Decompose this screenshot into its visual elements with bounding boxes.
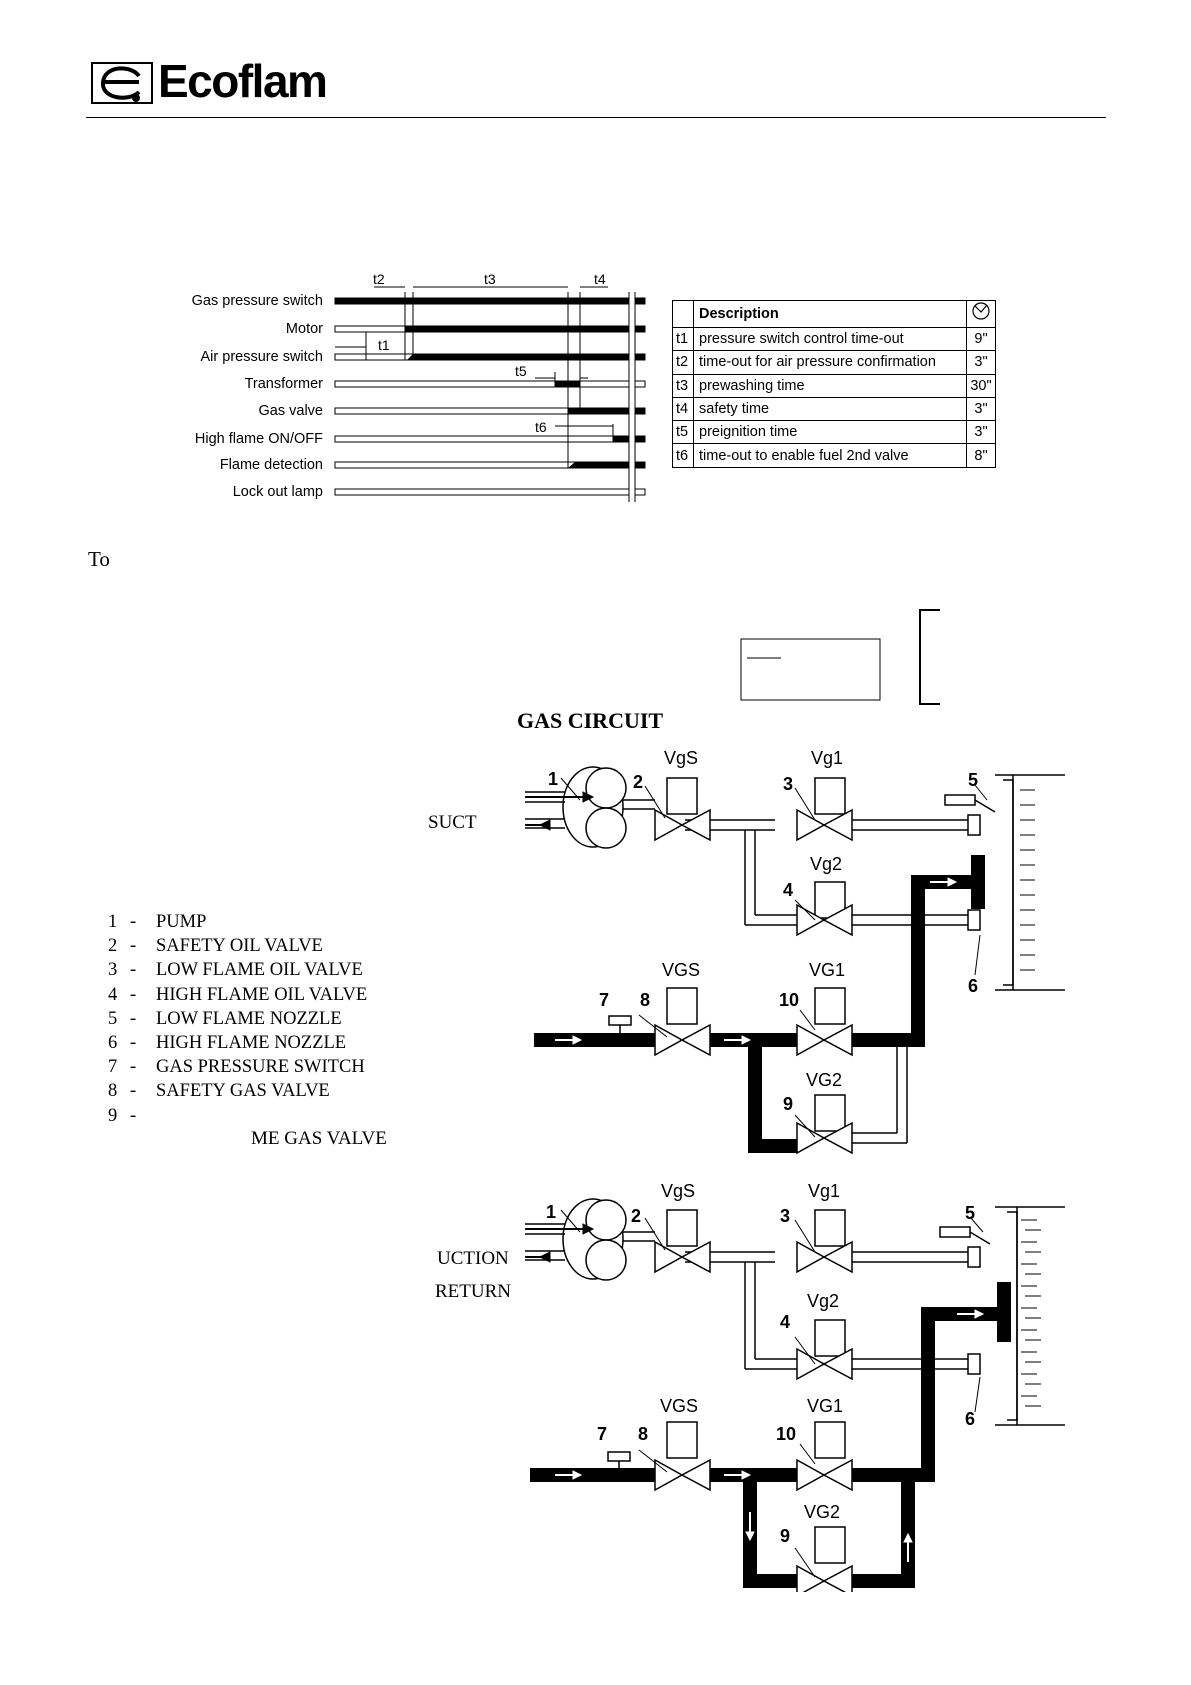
list-item: 7-GAS PRESSURE SWITCH: [108, 1057, 365, 1078]
component-number: 10: [776, 1424, 796, 1444]
timing-label-t5: t5: [515, 363, 527, 379]
valve-label: Vg2: [807, 1291, 839, 1311]
gas-circuit-diagram-bottom: VgS Vg1 Vg2 VGS VG1 VG2 1 2 3 4 5 6 7 8 …: [525, 1181, 1065, 1592]
body-text-fragment: To: [88, 547, 110, 571]
table-row: t5 preignition time 3": [672, 420, 996, 445]
list-item: 5-LOW FLAME NOZZLE: [108, 1008, 342, 1029]
diagram-side-label: UCTION: [437, 1248, 509, 1269]
component-number: 2: [631, 1206, 641, 1226]
list-item: 3-LOW FLAME OIL VALVE: [108, 960, 363, 981]
component-number: 7: [597, 1424, 607, 1444]
row-key: t2: [672, 350, 694, 375]
table-row: t4 safety time 3": [672, 396, 996, 422]
row-key: t5: [672, 420, 694, 445]
valve-label: VG2: [804, 1502, 840, 1522]
component-number: 6: [968, 976, 978, 996]
component-number: 5: [965, 1203, 975, 1223]
row-description: time-out for air pressure confirmation: [693, 350, 967, 375]
row-description: preignition time: [693, 420, 967, 445]
row-description: time-out to enable fuel 2nd valve: [693, 443, 967, 468]
list-item: 9-: [108, 1105, 137, 1126]
component-number: 3: [783, 774, 793, 794]
brand-wordmark: Ecoflam: [158, 55, 328, 107]
signal-label: High flame ON/OFF: [194, 431, 323, 447]
component-number: 9: [780, 1526, 790, 1546]
row-key: t3: [672, 373, 694, 398]
row-value: 9": [966, 326, 996, 352]
table-row: t1 pressure switch control time-out 9": [672, 326, 996, 352]
signal-label: Air pressure switch: [200, 349, 323, 365]
row-value: 3": [966, 396, 996, 422]
component-number: 8: [640, 990, 650, 1010]
signal-label: Transformer: [244, 376, 323, 392]
valve-label: VG1: [809, 960, 845, 980]
component-number: 8: [638, 1424, 648, 1444]
timing-label-t2: t2: [373, 272, 385, 287]
blank-box-frame: [740, 638, 881, 701]
component-number: 7: [599, 990, 609, 1010]
component-number: 10: [779, 990, 799, 1010]
component-number: 1: [546, 1202, 556, 1222]
header-rule: [86, 117, 1106, 118]
sequence-timing-diagram: t2 t3 t4 t1 t5 t6: [334, 272, 646, 502]
row-key: t4: [672, 396, 694, 422]
timing-table-header: Description: [693, 300, 967, 328]
row-value: 30": [966, 373, 996, 398]
valve-label: VG2: [806, 1070, 842, 1090]
list-item: 8-SAFETY GAS VALVE: [108, 1081, 330, 1102]
component-legend: 1-PUMP 2-SAFETY OIL VALVE 3-LOW FLAME OI…: [108, 910, 367, 1128]
row-value: 3": [966, 350, 996, 375]
signal-label: Gas valve: [258, 403, 323, 419]
row-description: prewashing time: [693, 373, 967, 398]
signal-label: Flame detection: [219, 457, 323, 473]
diagram-side-label: SUCT: [428, 812, 477, 833]
table-row: t6 time-out to enable fuel 2nd valve 8": [672, 443, 996, 468]
diagram-side-label: RETURN: [435, 1281, 511, 1302]
component-number: 4: [780, 1312, 790, 1332]
timing-table: Description t1 pressure switch control t…: [672, 300, 996, 468]
valve-label: VGS: [662, 960, 700, 980]
timing-label-t1: t1: [378, 337, 390, 353]
section-title: GAS CIRCUIT: [517, 708, 664, 733]
row-value: 3": [966, 420, 996, 445]
ecoflam-logo-mark: [91, 62, 153, 104]
clock-icon: [972, 302, 990, 320]
component-number: 6: [965, 1409, 975, 1429]
timing-label-t6: t6: [535, 419, 547, 435]
signal-label: Lock out lamp: [232, 484, 323, 500]
list-item: 2-SAFETY OIL VALVE: [108, 936, 323, 957]
component-number: 4: [783, 880, 793, 900]
valve-label: Vg1: [808, 1181, 840, 1201]
valve-label: Vg1: [811, 748, 843, 768]
row-value: 8": [966, 443, 996, 468]
list-item: 6-HIGH FLAME NOZZLE: [108, 1033, 347, 1054]
component-number: 2: [633, 772, 643, 792]
table-row: t2 time-out for air pressure confirmatio…: [672, 350, 996, 375]
timing-label-t4: t4: [594, 272, 606, 287]
list-item: 1-PUMP: [108, 912, 207, 932]
table-row: t3 prewashing time 30": [672, 373, 996, 398]
component-number: 1: [548, 769, 558, 789]
signal-label: Motor: [285, 321, 323, 337]
valve-label: VgS: [664, 748, 698, 768]
component-number: 3: [780, 1206, 790, 1226]
row-key: t6: [672, 443, 694, 468]
row-description: safety time: [693, 396, 967, 422]
bracket-frame: [919, 609, 940, 705]
row-description: pressure switch control time-out: [693, 326, 967, 352]
timing-label-t3: t3: [484, 272, 496, 287]
legend-fragment: ME GAS VALVE: [251, 1128, 387, 1149]
valve-label: VG1: [807, 1396, 843, 1416]
gas-circuit-diagram-top: VgS Vg1 Vg2 VGS VG1 VG2 1 2 3 4 5 6 7 8 …: [525, 748, 1065, 1155]
valve-label: Vg2: [810, 854, 842, 874]
component-number: 5: [968, 770, 978, 790]
component-number: 9: [783, 1094, 793, 1114]
valve-label: VGS: [660, 1396, 698, 1416]
row-key: t1: [672, 326, 694, 352]
valve-label: VgS: [661, 1181, 695, 1201]
list-item: 4-HIGH FLAME OIL VALVE: [108, 984, 368, 1005]
signal-label: Gas pressure switch: [191, 293, 323, 309]
